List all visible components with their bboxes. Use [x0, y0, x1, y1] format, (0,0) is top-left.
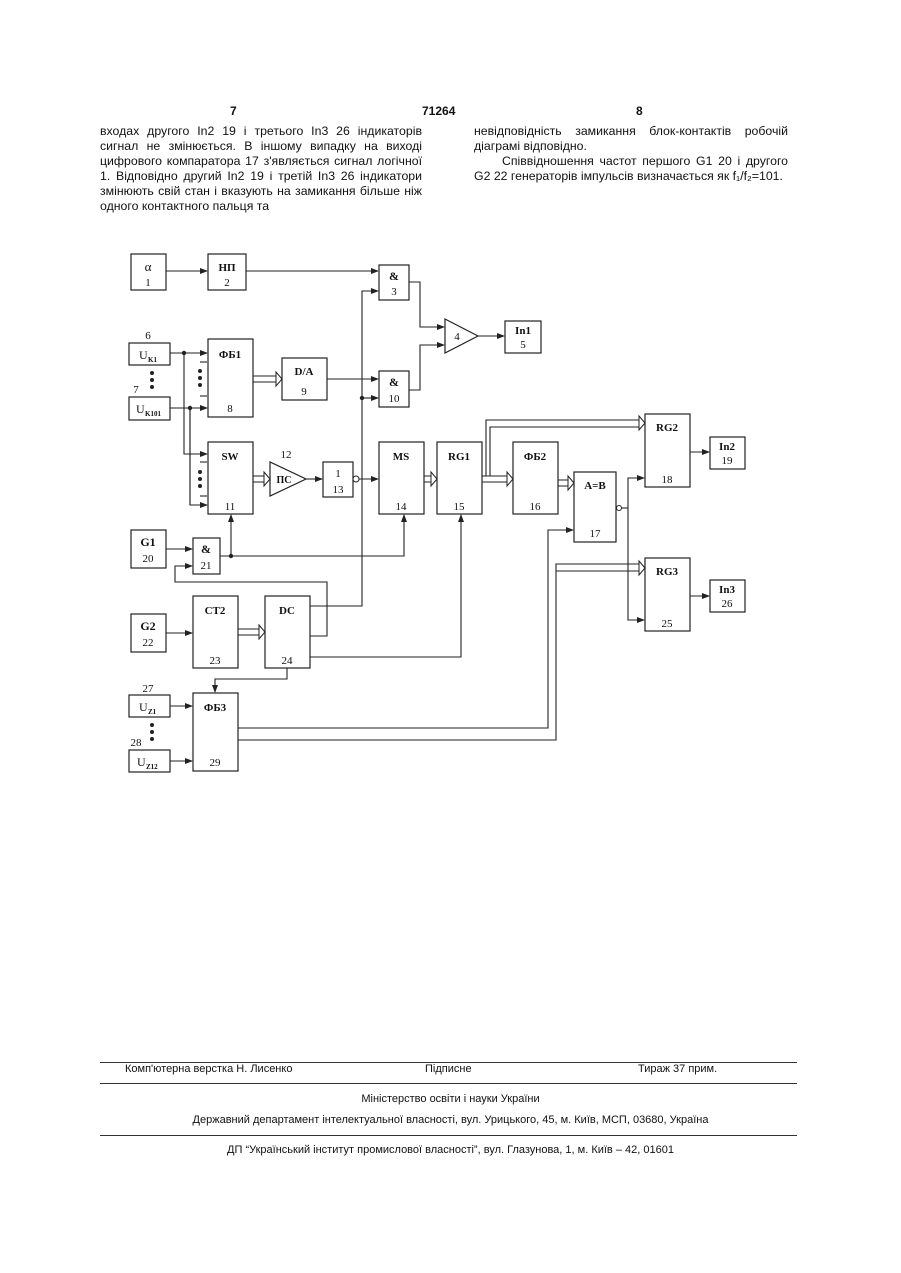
- block-g1: G1 20: [131, 530, 166, 568]
- block-np: НП 2: [208, 254, 246, 290]
- block-alpha-num: 1: [145, 277, 151, 289]
- block-fb1-label: ФБ1: [219, 349, 241, 361]
- block-in1: In1 5: [505, 321, 541, 353]
- label-28: 28: [131, 737, 143, 749]
- block-and3: & 3: [379, 265, 409, 300]
- block-dc: DC 24: [265, 596, 310, 668]
- block-in2-label: In2: [719, 441, 735, 453]
- block-g2: G2 22: [131, 614, 166, 652]
- block-and3-label: &: [389, 269, 399, 283]
- block-and10-label: &: [389, 375, 399, 389]
- block-sw: SW 11: [208, 442, 253, 514]
- block-comparator: A=B 17: [574, 472, 616, 542]
- footer-ministry: Міністерство освіти і науки України: [0, 1093, 901, 1105]
- block-uk1-label: U: [139, 348, 148, 362]
- block-rg1: RG1 15: [437, 442, 482, 514]
- block-dc-num: 24: [282, 655, 294, 667]
- block-uz12-sub: Z12: [146, 763, 158, 771]
- block-not13-label: 1: [335, 468, 341, 480]
- block-fb3-label: ФБ3: [204, 702, 227, 714]
- block-g2-label: G2: [140, 619, 155, 633]
- block-ms-num: 14: [396, 501, 408, 513]
- block-in3-num: 26: [722, 598, 734, 610]
- block-sw-num: 11: [225, 501, 236, 513]
- block-da-label: D/A: [295, 366, 314, 378]
- block-and10: & 10: [379, 371, 409, 407]
- block-da: D/A 9: [282, 358, 327, 400]
- block-ms-label: MS: [393, 451, 410, 463]
- block-fb3: ФБ3 29: [193, 693, 238, 771]
- block-comparator-num: 17: [590, 528, 602, 540]
- block-rg3-label: RG3: [656, 566, 679, 578]
- block-rg2: RG2 18: [645, 414, 690, 487]
- block-uz12: U Z12: [129, 750, 170, 772]
- label-27: 27: [143, 683, 155, 695]
- block-rg3: RG3 25: [645, 558, 690, 631]
- block-da-num: 9: [301, 386, 307, 398]
- footer-department: Державний департамент інтелектуальної вл…: [0, 1114, 901, 1126]
- footer-rule-2: [100, 1083, 797, 1084]
- block-not13: 1 13: [323, 462, 359, 497]
- block-uk1: U K1: [129, 343, 170, 365]
- block-uz1-sub: Z1: [148, 708, 157, 716]
- block-ct2-label: CT2: [205, 605, 226, 617]
- block-amp4: 4: [445, 319, 478, 353]
- block-uz1-label: U: [139, 700, 148, 714]
- label-6: 6: [145, 330, 151, 342]
- block-dc-label: DC: [279, 605, 295, 617]
- block-ct2-num: 23: [210, 655, 222, 667]
- block-fb1-num: 8: [227, 403, 233, 415]
- block-alpha: α 1: [131, 254, 166, 290]
- footer-circulation: Тираж 37 прим.: [638, 1063, 717, 1075]
- block-not13-num: 13: [333, 484, 345, 496]
- block-uk101: U K101: [129, 397, 170, 420]
- block-in1-label: In1: [515, 325, 531, 337]
- block-rg1-num: 15: [454, 501, 466, 513]
- block-uz1: U Z1: [129, 695, 170, 717]
- block-and21-label: &: [201, 542, 211, 556]
- footer-institute: ДП “Український інститут промислової вла…: [0, 1144, 901, 1156]
- block-uk101-label: U: [136, 402, 145, 416]
- block-g2-num: 22: [143, 637, 154, 649]
- label-7: 7: [133, 384, 139, 396]
- block-uz12-label: U: [137, 755, 146, 769]
- block-uk1-sub: K1: [148, 356, 157, 364]
- block-in3: In3 26: [710, 580, 745, 612]
- block-and3-num: 3: [391, 286, 397, 298]
- block-rg3-num: 25: [662, 618, 674, 630]
- block-and10-num: 10: [389, 393, 401, 405]
- block-in3-label: In3: [719, 584, 735, 596]
- block-g1-num: 20: [143, 553, 155, 565]
- block-in1-num: 5: [520, 339, 526, 351]
- block-fb2: ФБ2 16: [513, 442, 558, 514]
- block-rg2-label: RG2: [656, 422, 679, 434]
- block-g1-label: G1: [140, 535, 155, 549]
- block-np-label: НП: [218, 262, 236, 274]
- block-ps-num: 12: [281, 449, 292, 461]
- block-amp4-label: 4: [454, 331, 460, 343]
- block-np-num: 2: [224, 277, 230, 289]
- block-uk101-sub: K101: [145, 410, 161, 418]
- footer-signed: Підписне: [425, 1063, 472, 1075]
- block-rg1-label: RG1: [448, 451, 470, 463]
- block-ps-label: ПС: [277, 475, 292, 486]
- block-alpha-label: α: [145, 259, 152, 274]
- block-fb1: ФБ1 8: [208, 339, 253, 417]
- block-fb2-label: ФБ2: [524, 451, 547, 463]
- block-comparator-label: A=B: [584, 480, 606, 492]
- block-rg2-num: 18: [662, 474, 674, 486]
- block-in2-num: 19: [722, 455, 734, 467]
- block-fb2-num: 16: [530, 501, 542, 513]
- block-ms: MS 14: [379, 442, 424, 514]
- block-in2: In2 19: [710, 437, 745, 469]
- footer-rule-3: [100, 1135, 797, 1136]
- block-ct2: CT2 23: [193, 596, 238, 668]
- footer-layout-by: Комп'ютерна верстка Н. Лисенко: [125, 1063, 292, 1075]
- block-and21-num: 21: [201, 560, 212, 572]
- block-sw-label: SW: [221, 451, 238, 463]
- block-fb3-num: 29: [210, 757, 222, 769]
- block-ps: ПС 12: [270, 449, 306, 496]
- block-and21: & 21: [193, 538, 220, 574]
